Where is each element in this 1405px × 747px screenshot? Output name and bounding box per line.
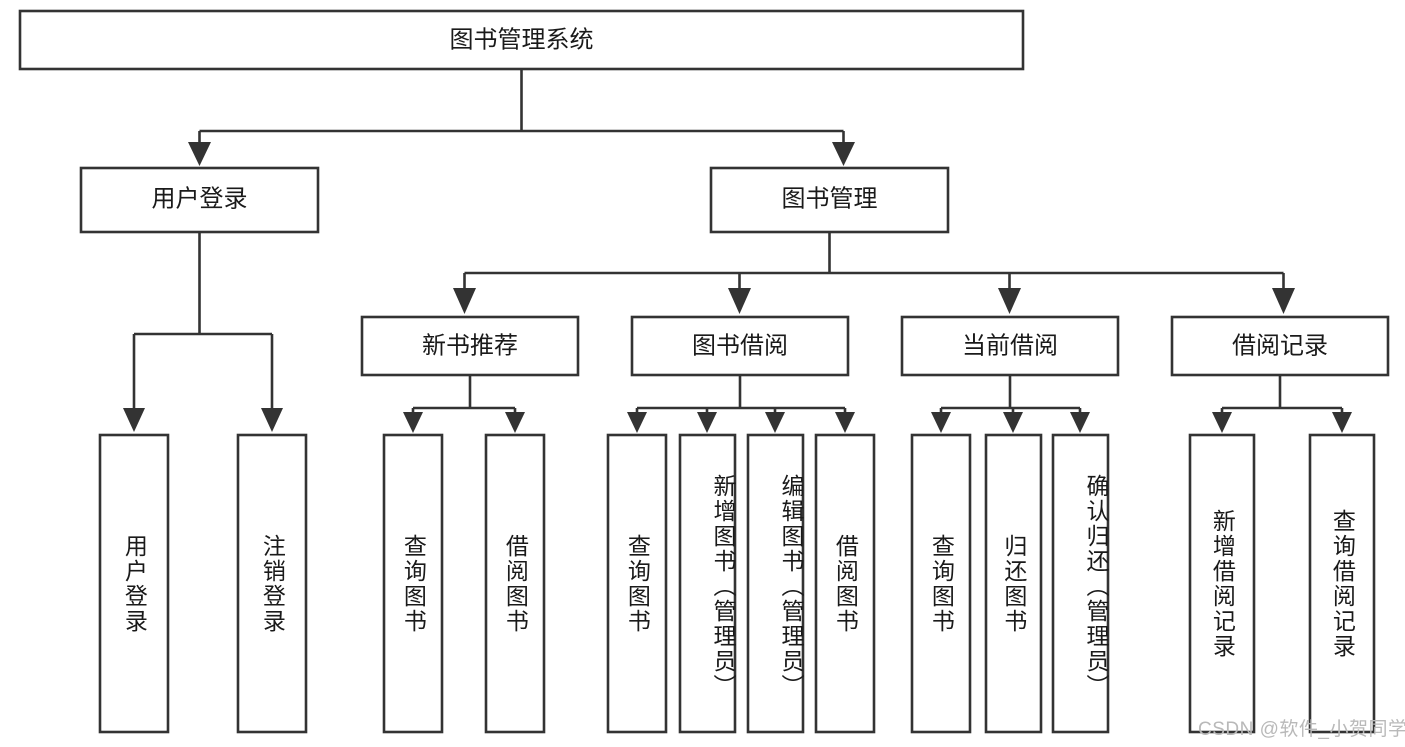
node-book-management-box[interactable]	[709, 166, 950, 234]
arrow-head-leaf-query-borrow-record	[1332, 412, 1352, 433]
node-leaf-add-borrow-record-box[interactable]	[1188, 433, 1256, 734]
node-user-login-label: 用户登录	[152, 185, 248, 212]
connector-group-new-book-recommend-leaves	[403, 375, 525, 433]
connector-group-user-login-leaves	[123, 232, 283, 432]
arrow-head-leaf-user-login	[123, 408, 145, 432]
node-leaf-return-book-box[interactable]	[984, 433, 1043, 734]
arrow-head-leaf-add-borrow-record	[1212, 412, 1232, 433]
arrow-head-to-book-management	[832, 142, 855, 166]
arrow-head-to-user-login	[188, 142, 211, 166]
node-root-label: 图书管理系统	[450, 26, 594, 53]
arrow-head-leaf-borrow-book-2	[835, 412, 855, 433]
arrow-head-leaf-query-book-1	[403, 412, 423, 433]
node-leaf-user-login-box[interactable]	[98, 433, 170, 734]
arrow-head-leaf-edit-book-admin	[765, 412, 785, 433]
node-new-book-recommend-box[interactable]	[360, 315, 580, 377]
node-leaf-borrow-book-1-box[interactable]	[484, 433, 546, 734]
node-leaf-confirm-return-box[interactable]	[1051, 433, 1110, 734]
node-user-login-box[interactable]	[79, 166, 320, 234]
connector-group-root-to-level2	[188, 69, 855, 166]
node-leaf-add-book-admin-box[interactable]	[678, 433, 737, 734]
node-current-borrow-label: 当前借阅	[962, 332, 1058, 359]
arrow-head-to-new-book-recommend	[453, 288, 476, 314]
node-book-borrow-box[interactable]	[630, 315, 850, 377]
arrow-head-leaf-query-book-2	[627, 412, 647, 433]
connector-group-book-management-to-level3	[453, 232, 1295, 314]
node-book-management-label: 图书管理	[782, 185, 878, 212]
node-borrow-records-box[interactable]	[1170, 315, 1390, 377]
csdn-watermark: CSDN @软件_小贺同学	[1198, 719, 1405, 740]
connector-group-book-borrow-leaves	[627, 375, 855, 433]
node-leaf-query-book-1-box[interactable]	[382, 433, 444, 734]
arrow-head-leaf-add-book-admin	[697, 412, 717, 433]
arrow-head-leaf-return-book	[1003, 412, 1023, 433]
node-leaf-logout-box[interactable]	[236, 433, 308, 734]
arrow-head-leaf-logout	[261, 408, 283, 432]
node-new-book-recommend-label: 新书推荐	[422, 332, 518, 359]
node-current-borrow-box[interactable]	[900, 315, 1120, 377]
arrow-head-leaf-confirm-return	[1070, 412, 1090, 433]
arrow-head-to-book-borrow	[728, 288, 751, 314]
node-leaf-edit-book-admin-box[interactable]	[746, 433, 805, 734]
node-leaf-borrow-book-2-box[interactable]	[814, 433, 876, 734]
arrow-head-to-current-borrow	[998, 288, 1021, 314]
arrow-head-to-borrow-records	[1272, 288, 1295, 314]
node-leaf-query-book-2-box[interactable]	[606, 433, 668, 734]
arrow-head-leaf-borrow-book-1	[505, 412, 525, 433]
connector-group-borrow-records-leaves	[1212, 375, 1352, 433]
node-book-borrow-label: 图书借阅	[692, 332, 788, 359]
node-leaf-query-borrow-record-box[interactable]	[1308, 433, 1376, 734]
arrow-head-leaf-query-book-3	[931, 412, 951, 433]
node-borrow-records-label: 借阅记录	[1232, 332, 1328, 359]
node-root-box[interactable]	[18, 9, 1025, 71]
node-leaf-query-book-3-box[interactable]	[910, 433, 972, 734]
connector-group-current-borrow-leaves	[931, 375, 1090, 433]
